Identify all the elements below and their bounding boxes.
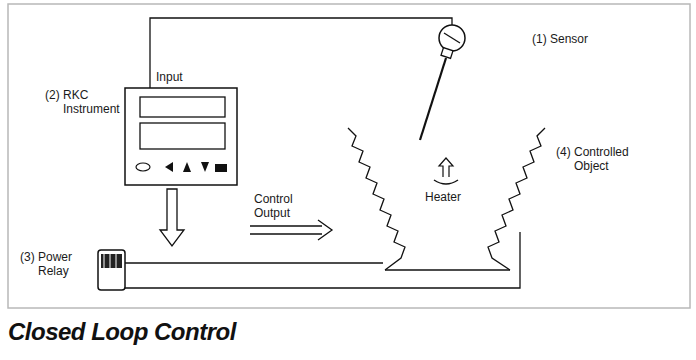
output-arrow bbox=[160, 189, 184, 246]
heater-wire bbox=[125, 232, 520, 288]
controlled-object bbox=[348, 128, 545, 270]
relay-symbol bbox=[98, 250, 125, 290]
heater-wire bbox=[125, 262, 383, 263]
callout-label: (1) Sensor bbox=[532, 32, 642, 46]
controller-symbol bbox=[125, 88, 237, 185]
diagram-frame bbox=[8, 4, 690, 308]
sensor-symbol bbox=[420, 25, 465, 140]
sensor-wire bbox=[150, 18, 452, 88]
signal-label: Control Output bbox=[254, 192, 324, 220]
control-output-arrow bbox=[250, 220, 332, 240]
diagram-title: Closed Loop Control bbox=[8, 318, 236, 346]
signal-label: Input bbox=[156, 70, 216, 84]
callout-label: (3) Power Relay bbox=[20, 250, 94, 278]
callout-label: (2) RKC Instrument bbox=[45, 88, 121, 116]
heater-symbol bbox=[434, 158, 458, 184]
callout-label: (4) Controlled Object bbox=[556, 145, 664, 173]
part-label: Heater bbox=[425, 190, 485, 204]
